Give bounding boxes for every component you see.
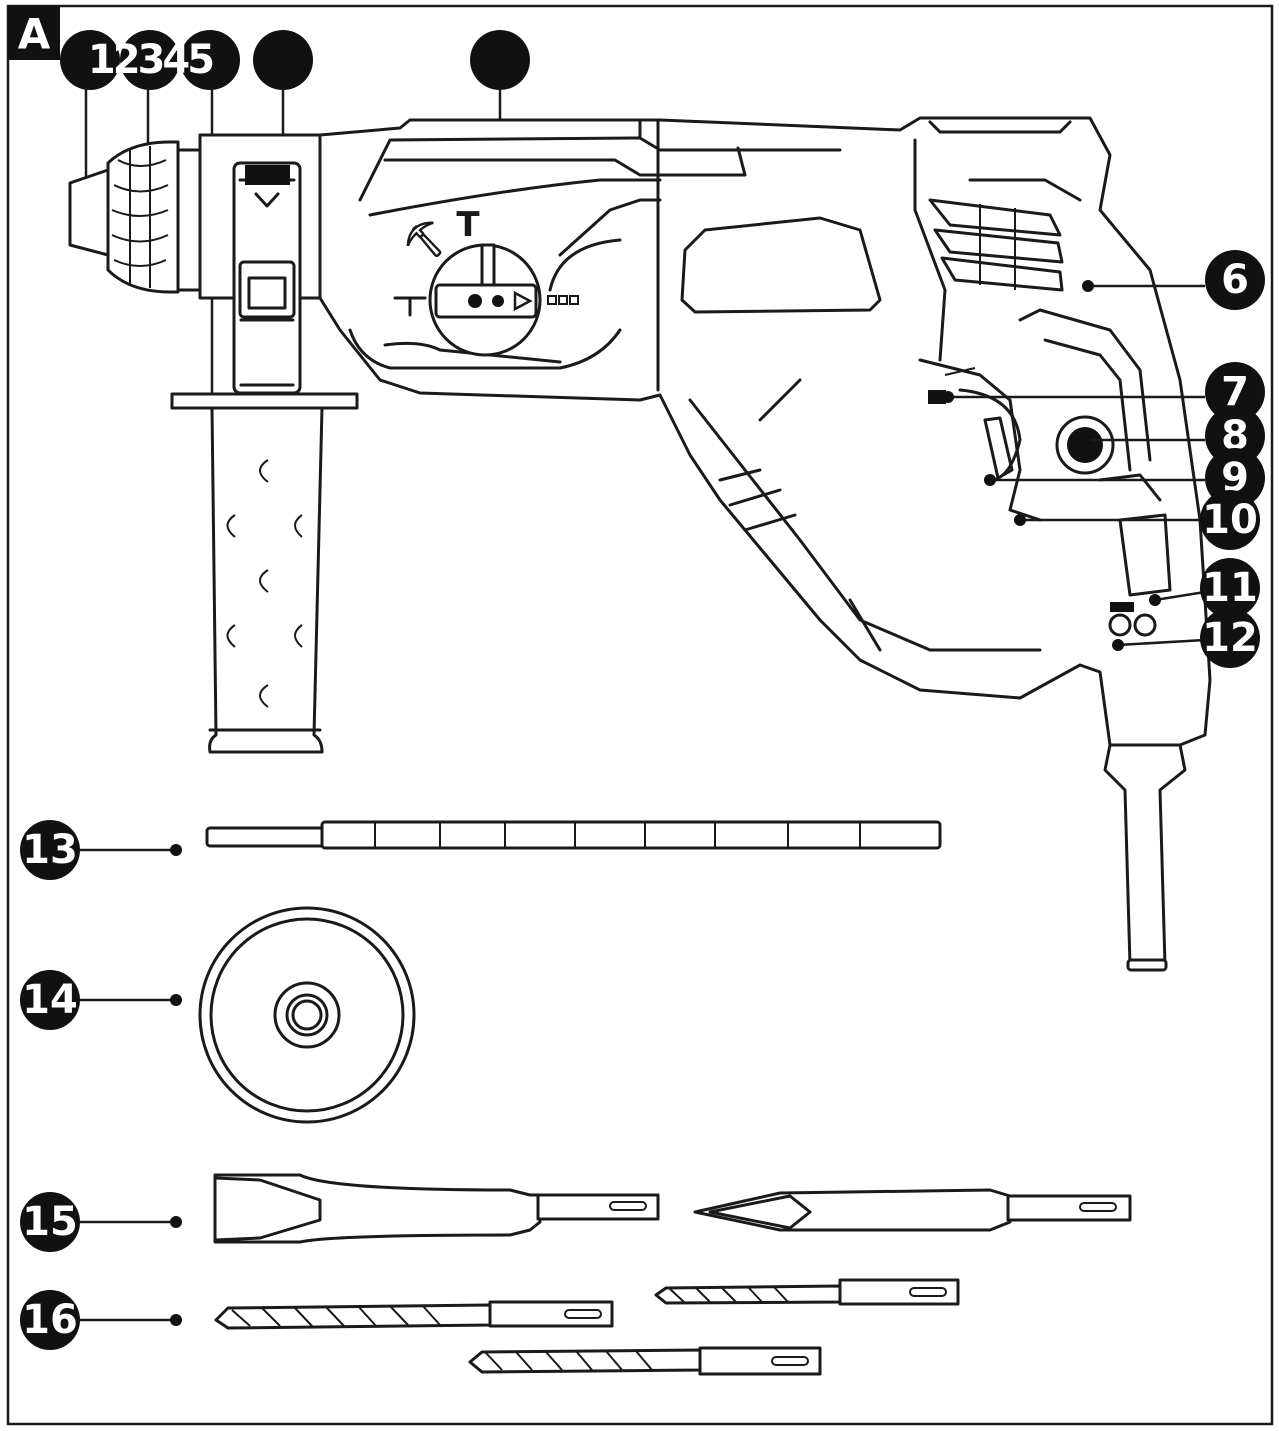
svg-text:16: 16: [22, 1297, 78, 1343]
chuck-collar: [176, 148, 202, 292]
housing-window: [680, 216, 882, 314]
corner-label-text: A: [18, 10, 51, 59]
pointed-chisel: [693, 1188, 1132, 1232]
top-badge-a: [253, 30, 313, 90]
trigger: [983, 416, 1014, 480]
callout-12: 12: [1112, 608, 1260, 668]
chuck-sleeve: [106, 140, 180, 294]
svg-text:13: 13: [22, 827, 78, 873]
hammer-symbol: ⛏: [402, 220, 445, 260]
callout-8: 8: [1079, 406, 1265, 466]
svg-text:10: 10: [1202, 497, 1258, 543]
side-handle: [170, 392, 359, 754]
drill-t-symbol: T: [456, 205, 480, 245]
top-callout-cluster: 12345: [60, 30, 240, 90]
callout-16: 16: [20, 1290, 182, 1350]
callout-6: 6: [1082, 250, 1265, 310]
callout-15: 15: [20, 1192, 182, 1252]
svg-text:12: 12: [1202, 615, 1258, 661]
corner-label: A: [8, 6, 60, 60]
direction-lever: [928, 390, 946, 404]
mode-selector: ⛏ T: [393, 205, 579, 357]
callout-11: 11: [1149, 558, 1260, 618]
dust-cup: [198, 906, 416, 1124]
drill-bit-medium: [468, 1346, 822, 1376]
drill-body: [68, 116, 1212, 972]
svg-text:15: 15: [22, 1199, 78, 1245]
chuck-ribs: [111, 146, 169, 288]
callout-cluster-1-5-text: 12345: [88, 37, 213, 83]
callout-14: 14: [20, 970, 182, 1030]
svg-text:11: 11: [1202, 565, 1258, 611]
rear-vents: [928, 198, 1064, 292]
flat-chisel: [213, 1173, 660, 1244]
main-housing: [318, 116, 1212, 747]
svg-text:14: 14: [22, 977, 78, 1023]
callout-13: 13: [20, 820, 182, 880]
chuck-nose: [68, 168, 110, 257]
callout-10: 10: [1014, 490, 1260, 550]
drill-bit-large: [214, 1300, 614, 1330]
power-cord-sleeve: [1103, 743, 1187, 967]
depth-gauge-rod: [205, 820, 942, 850]
svg-text:6: 6: [1221, 257, 1249, 303]
figure-frame: [6, 4, 1274, 1426]
drill-bit-small: [654, 1278, 960, 1306]
top-badge-b: [470, 30, 530, 90]
